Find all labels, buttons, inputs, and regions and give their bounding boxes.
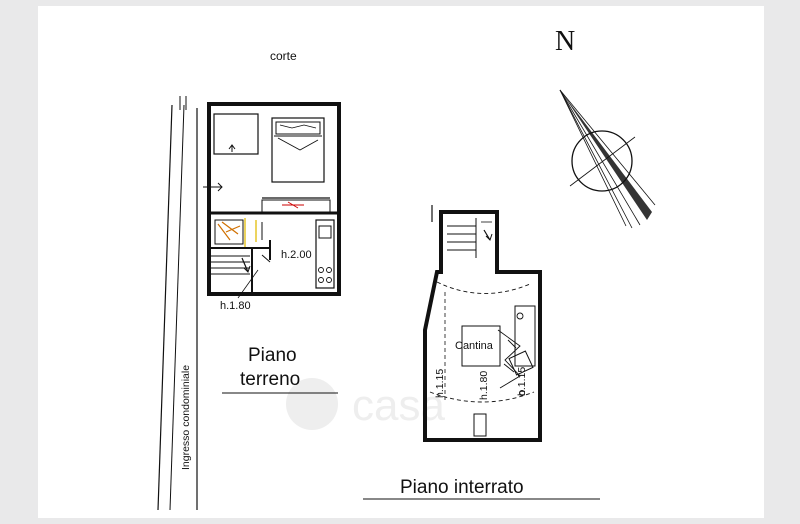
basement-walls <box>423 210 542 442</box>
entrance-label: Ingresso condominiale <box>180 365 192 470</box>
kitchen-counter <box>315 219 335 289</box>
basement-height-left: h.1.15 <box>434 369 446 398</box>
watermark: casa <box>286 378 445 430</box>
basement-height-right: h.1.15 <box>516 367 528 396</box>
entrance-corridor: Ingresso condominiale <box>157 96 198 511</box>
ground-floor-plan: h.2.00 h.1.80 <box>203 102 341 312</box>
north-label: N <box>555 26 575 57</box>
north-arrow: N <box>555 26 656 229</box>
height-main-label: h.2.00 <box>281 249 312 261</box>
courtyard-label: corte <box>270 49 297 63</box>
paper <box>38 6 764 518</box>
basement-plan: Cantina h.1.15 h.1.80 h.1.15 <box>423 205 542 442</box>
compass-circle <box>571 130 633 192</box>
basement-room-label: Cantina <box>455 340 494 352</box>
watermark-text: casa <box>352 381 445 430</box>
basement-stair <box>447 218 493 258</box>
basement-height-center: h.1.80 <box>478 371 490 400</box>
ground-floor-title-line2: terreno <box>240 369 300 390</box>
external-stair <box>209 255 251 275</box>
basement-title: Piano interrato <box>363 477 600 500</box>
basement-title-text: Piano interrato <box>400 477 524 498</box>
height-stair-label: h.1.80 <box>220 300 251 312</box>
ground-floor-title: Piano terreno <box>222 345 338 394</box>
bed <box>271 117 325 183</box>
ground-floor-title-line1: Piano <box>248 345 297 366</box>
